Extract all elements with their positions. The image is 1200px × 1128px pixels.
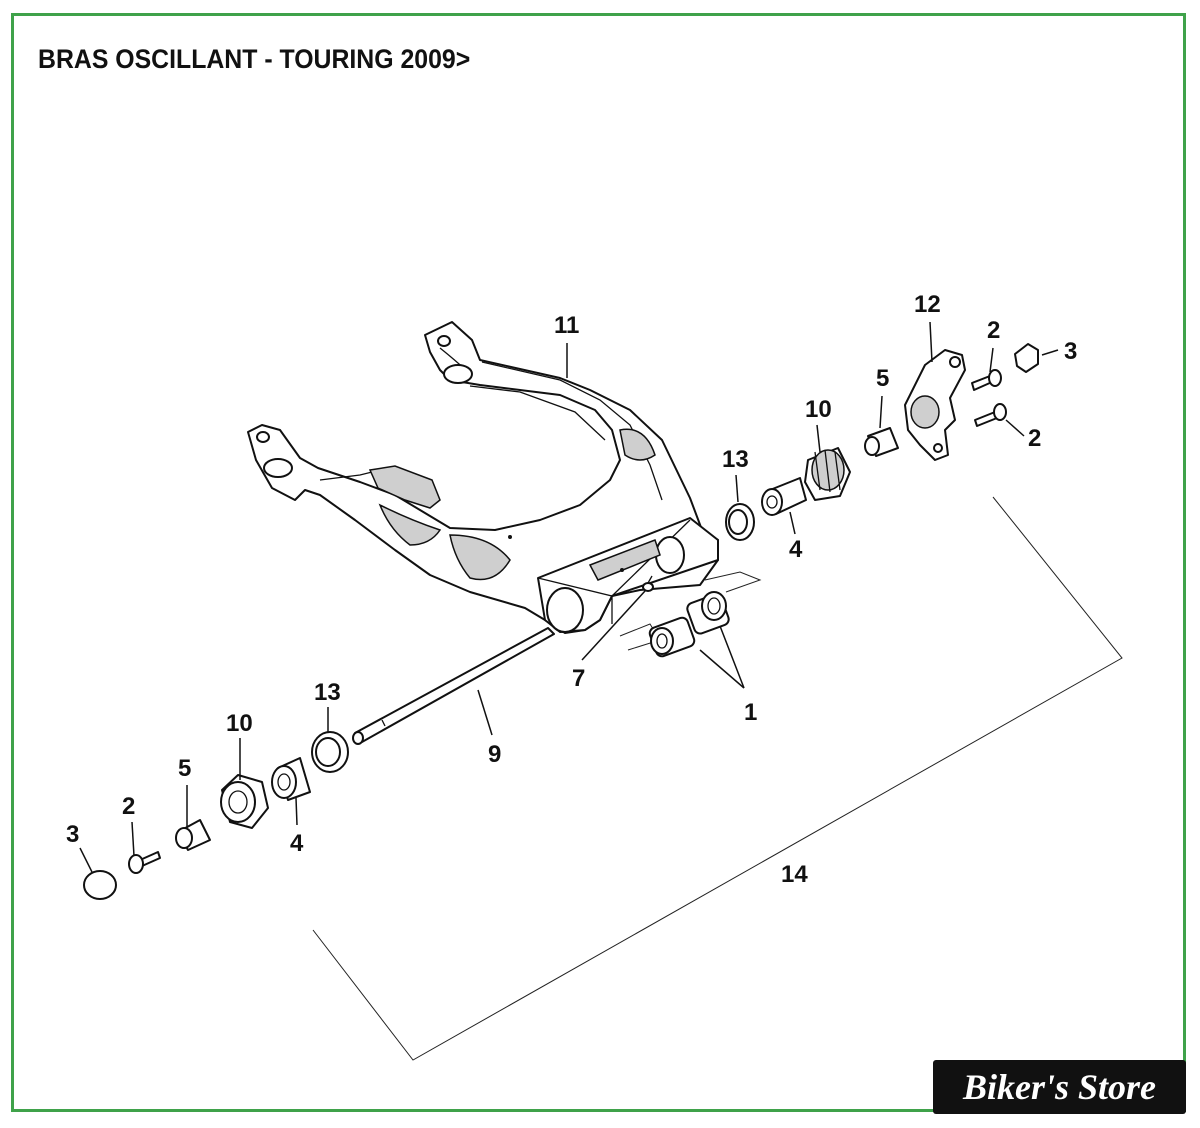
callout-13-right: 13 <box>722 446 749 473</box>
callout-4-left: 4 <box>290 830 304 857</box>
diagram-title: BRAS OSCILLANT - TOURING 2009> <box>38 44 471 74</box>
callout-2-lower: 2 <box>1028 425 1041 452</box>
callout-12: 12 <box>914 291 941 318</box>
logo-text: Biker's Store <box>962 1067 1157 1107</box>
bracket-part-12 <box>904 349 966 461</box>
callout-10-left: 10 <box>226 710 253 737</box>
bolt-part-2-upper-right <box>971 369 1002 391</box>
callout-1: 1 <box>744 699 757 726</box>
spacer-part-5-right <box>864 427 899 457</box>
callout-5-left: 5 <box>178 755 191 782</box>
callout-14: 14 <box>781 861 808 888</box>
callout-11: 11 <box>554 312 579 339</box>
callout-13-left: 13 <box>314 679 341 706</box>
cap-part-3-left <box>83 870 117 900</box>
bolt-part-2-lower-right <box>974 403 1007 427</box>
callout-labels: 1 2 2 2 3 3 4 4 5 5 7 9 10 10 11 12 13 1… <box>66 291 1077 888</box>
spacer-part-4-left <box>271 757 311 801</box>
callout-3-right: 3 <box>1064 338 1077 365</box>
bearing-part-13-right <box>725 503 755 541</box>
callout-9: 9 <box>488 741 501 768</box>
green-border-frame <box>11 13 1186 1112</box>
bearing-part-13-left <box>311 731 349 773</box>
adjuster-nut-part-10-right <box>804 447 851 501</box>
callout-2-left: 2 <box>122 793 135 820</box>
assembly-bracket-14 <box>312 496 1123 1061</box>
adjuster-nut-part-10-left <box>220 774 269 829</box>
callout-10-right: 10 <box>805 396 832 423</box>
bolt-part-2-left <box>128 851 161 874</box>
callout-7: 7 <box>572 665 585 692</box>
callout-2-upper: 2 <box>987 317 1000 344</box>
callout-3-left: 3 <box>66 821 79 848</box>
callout-5-right: 5 <box>876 365 889 392</box>
bikers-store-logo: Biker's Store <box>933 1060 1186 1114</box>
leader-lines <box>79 321 1059 873</box>
callout-4-right: 4 <box>789 536 803 563</box>
swingarm-part <box>247 321 719 634</box>
grease-fitting-part-7 <box>642 575 654 592</box>
spacer-part-4-right <box>761 477 807 516</box>
bushings-part-1 <box>619 571 762 658</box>
pivot-shaft-part-9 <box>352 627 555 745</box>
spacer-part-5-left <box>175 819 211 851</box>
cap-part-3-right <box>1014 343 1039 373</box>
